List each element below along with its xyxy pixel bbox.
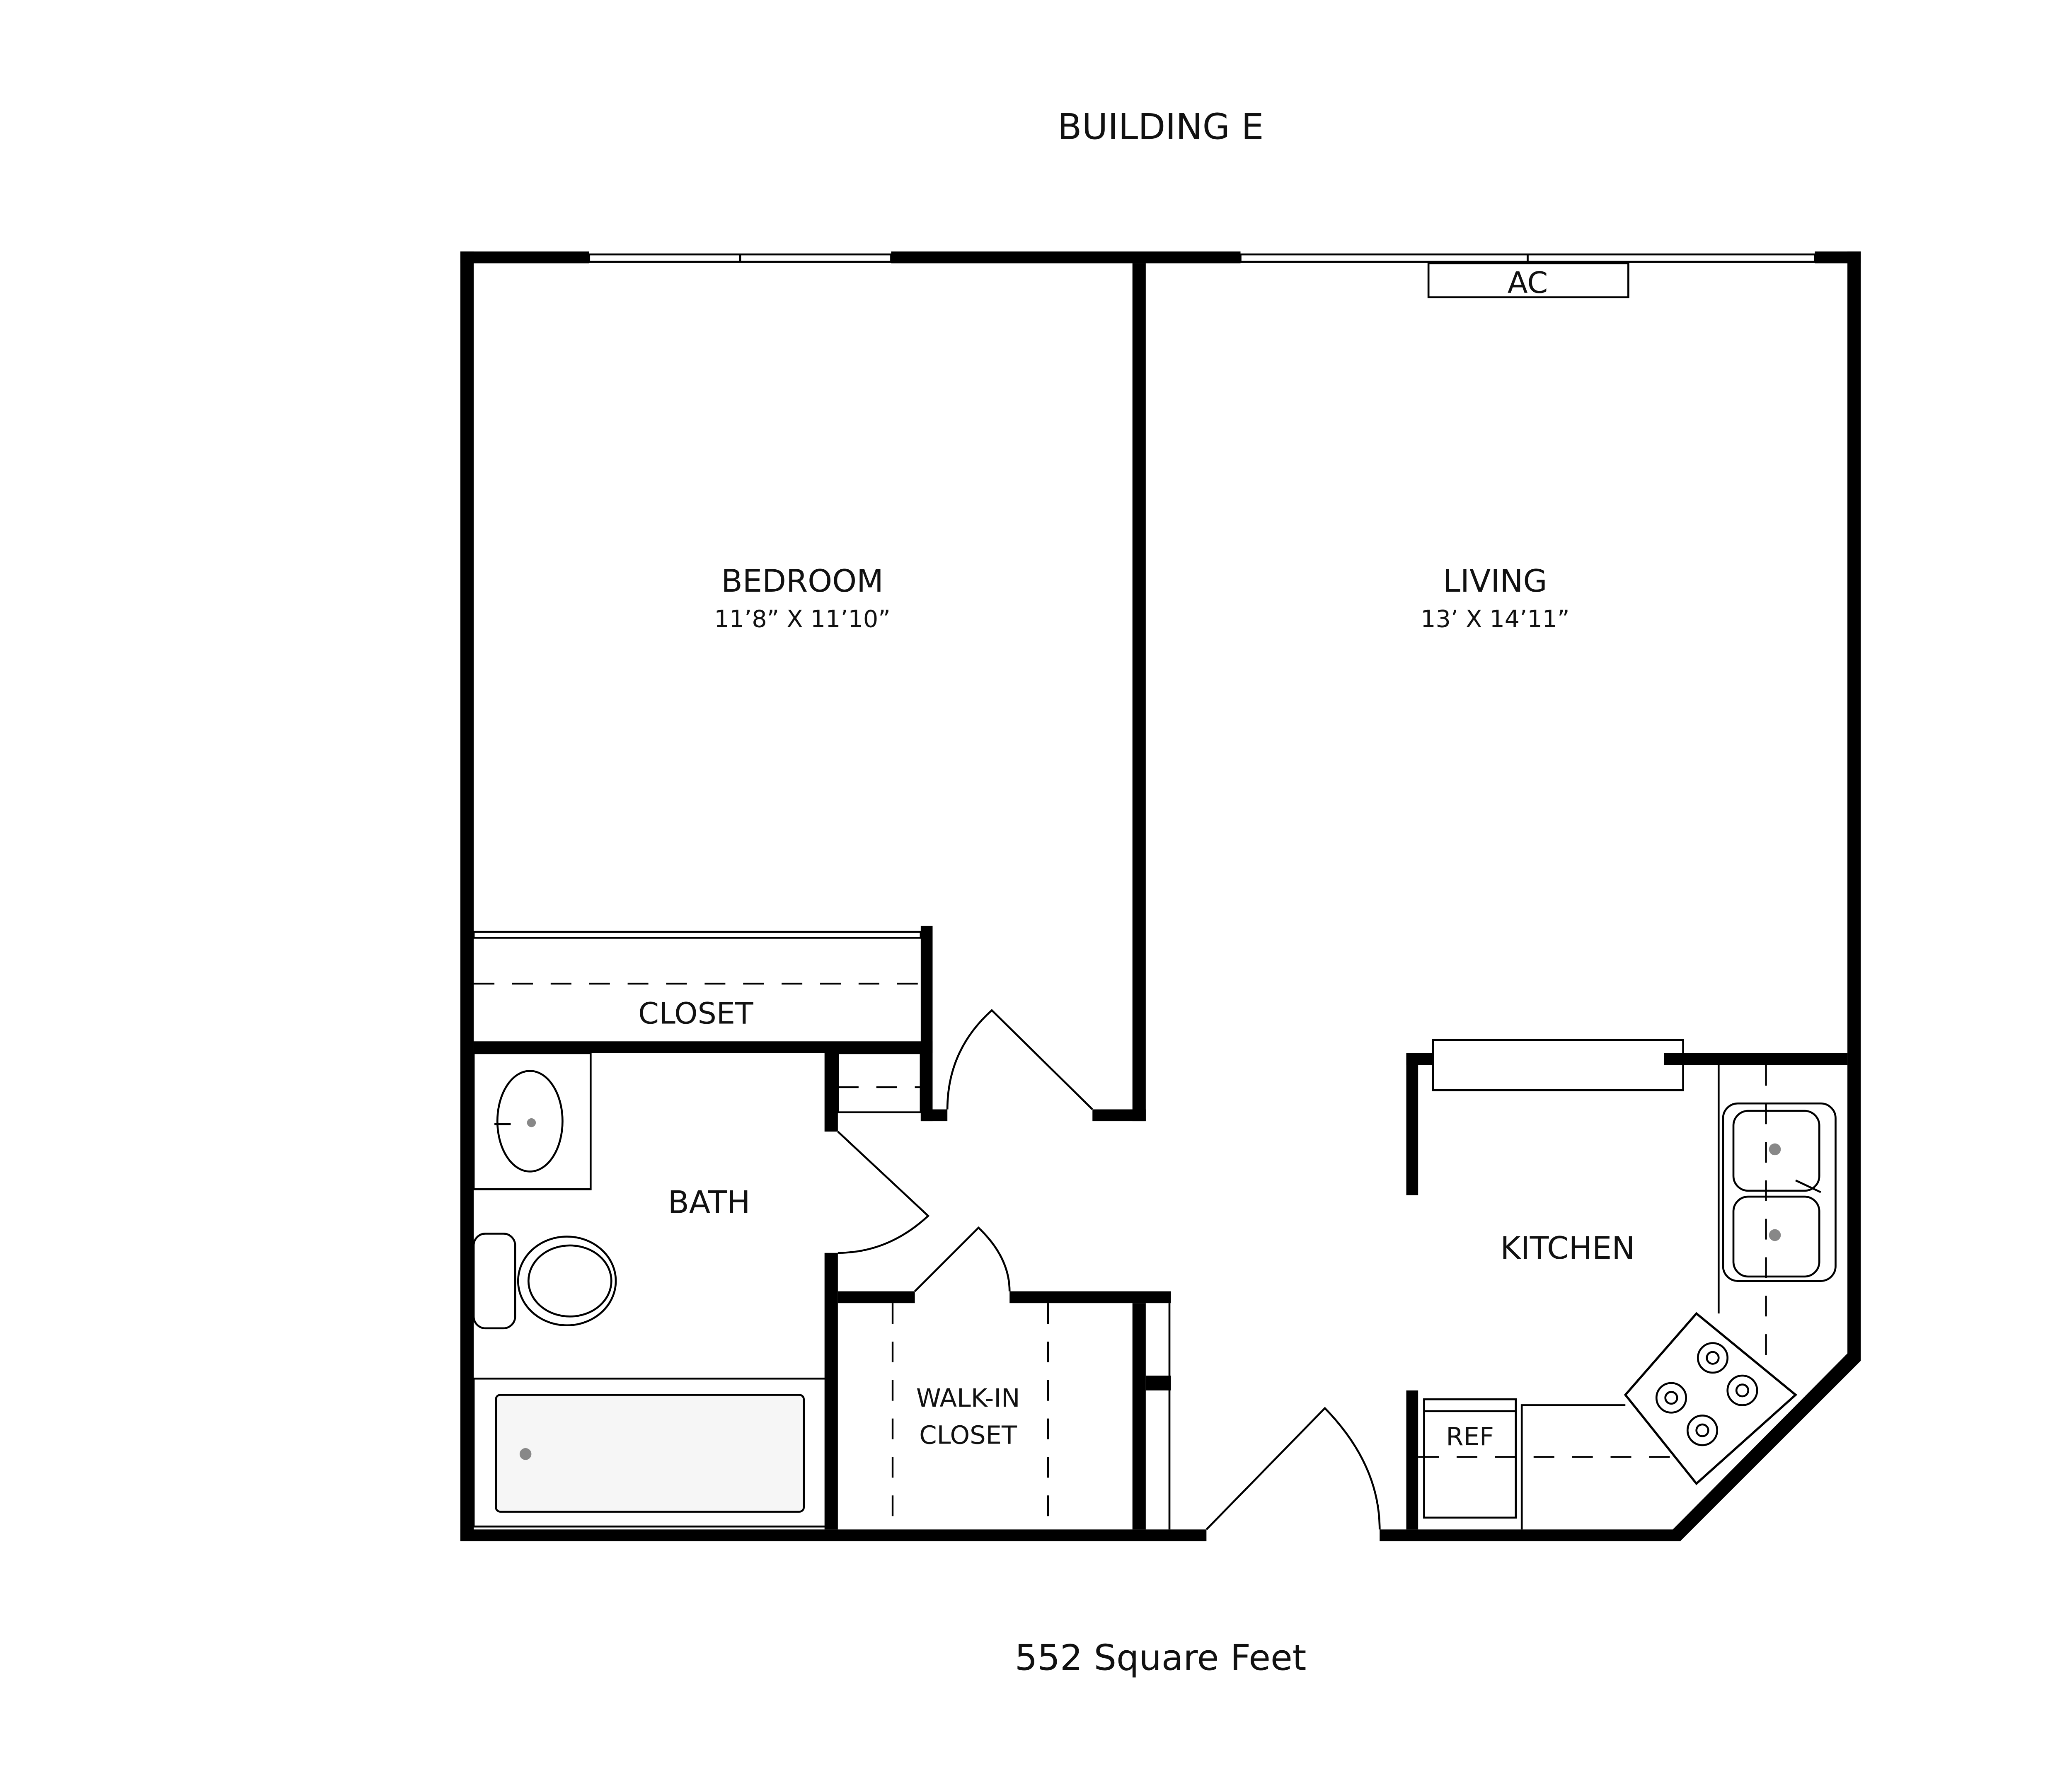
bath-label: BATH — [668, 1184, 750, 1220]
walkin-label-1: WALK-IN — [916, 1384, 1020, 1413]
room-labels: BEDROOM 11’8” X 11’10” LIVING 13’ X 14’1… — [668, 563, 1635, 1450]
kitchen-label: KITCHEN — [1500, 1230, 1635, 1266]
bedroom-closet: CLOSET — [472, 931, 922, 1030]
walls — [460, 251, 1861, 1541]
walk-in-closet-rods — [891, 1303, 1171, 1530]
svg-text:REF: REF — [1446, 1422, 1493, 1451]
bathroom-fixtures — [472, 1052, 827, 1528]
bedroom-label: BEDROOM — [721, 563, 884, 599]
bedroom-dims: 11’8” X 11’10” — [714, 606, 891, 633]
doors — [837, 1009, 1381, 1531]
ac-unit: AC — [1427, 262, 1629, 300]
windows — [588, 253, 1816, 263]
svg-text:CLOSET: CLOSET — [638, 996, 753, 1030]
living-label: LIVING — [1443, 563, 1547, 599]
kitchen-fixtures: REF — [1418, 1039, 1837, 1530]
square-footage: 552 Square Feet — [1015, 1637, 1307, 1679]
walkin-label-2: CLOSET — [919, 1421, 1017, 1450]
living-dims: 13’ X 14’11” — [1421, 606, 1570, 633]
svg-text:AC: AC — [1508, 266, 1548, 300]
building-title: BUILDING E — [1058, 106, 1264, 148]
